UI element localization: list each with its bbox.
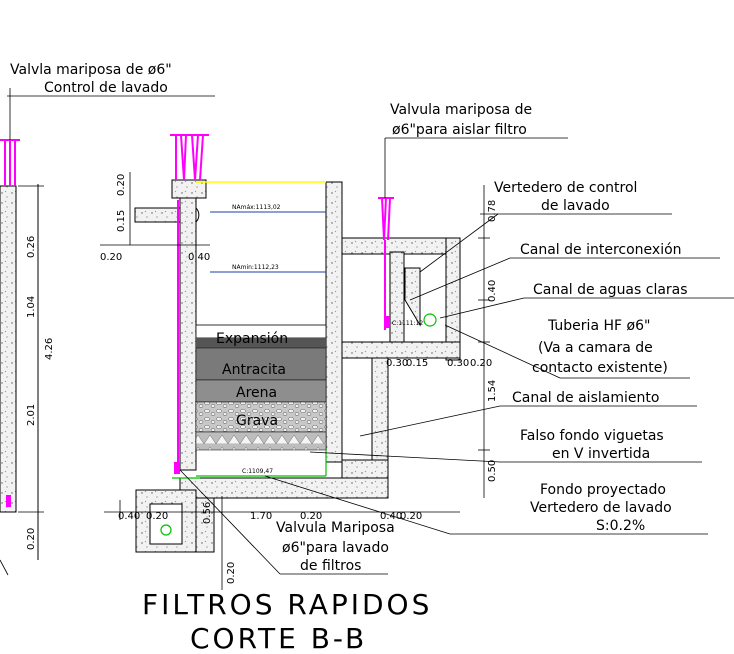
- dim-left-201: 2.01: [26, 404, 37, 426]
- callout-false-bottom-2: en V invertida: [552, 446, 650, 462]
- dim-bot-020v: 0.20: [226, 562, 237, 584]
- dim-b-030: 0.30: [386, 358, 408, 369]
- level-max: NAmáx:1113,02: [232, 204, 281, 211]
- callout-clear-water-channel: Canal de aguas claras: [533, 282, 688, 298]
- callout-valve-wash-2: ø6"para lavado: [282, 540, 389, 556]
- callout-pipe-3: contacto existente): [532, 360, 668, 376]
- dim-bot-040b: 0.40: [380, 511, 402, 522]
- dim-bot-040: 0.40: [118, 511, 140, 522]
- dim-b-020: 0.20: [470, 358, 492, 369]
- callout-isolation-channel: Canal de aislamiento: [512, 390, 659, 406]
- callout-interconnect-channel: Canal de interconexión: [520, 242, 682, 258]
- dim-r-050: 0.50: [487, 460, 498, 482]
- layer-gravel: Grava: [236, 413, 278, 429]
- dim-h-040: 0.40: [188, 252, 210, 263]
- layer-anthracite: Antracita: [222, 362, 286, 378]
- dim-bot-020: 0.20: [146, 511, 168, 522]
- callout-valve-wash-control-2: Control de lavado: [44, 80, 168, 96]
- callout-valve-wash-control-1: Valvla mariposa de ø6": [10, 62, 172, 78]
- left-partial-section: [0, 88, 44, 576]
- dim-r-154: 1.54: [487, 380, 498, 402]
- dim-top-020: 0.20: [116, 174, 127, 196]
- dim-bot-056: 0.56: [202, 502, 213, 524]
- callout-projected-bottom-2: Vertedero de lavado: [530, 500, 672, 516]
- dim-bot-020b: 0.20: [300, 511, 322, 522]
- level-outlet: C:1111:12: [392, 320, 423, 327]
- dim-left-026: 0.26: [26, 236, 37, 258]
- callout-valve-wash-3: de filtros: [300, 558, 361, 574]
- drawing-title-line2: CORTE B-B: [190, 622, 367, 654]
- dim-left-104: 1.04: [26, 296, 37, 318]
- dim-h-020: 0.20: [100, 252, 122, 263]
- callout-pipe-1: Tuberia HF ø6": [547, 318, 650, 334]
- callout-false-bottom-1: Falso fondo viguetas: [520, 428, 664, 444]
- callout-weir-control-2: de lavado: [541, 198, 610, 214]
- dim-left-020: 0.20: [26, 528, 37, 550]
- callout-weir-control-1: Vertedero de control: [494, 180, 637, 196]
- dim-b-030b: 0.30: [447, 358, 469, 369]
- callout-projected-bottom-3: S:0.2%: [596, 518, 645, 534]
- dim-r-040: 0.40: [487, 280, 498, 302]
- dim-top-015: 0.15: [116, 210, 127, 232]
- layer-sand: Arena: [236, 385, 277, 401]
- dim-bot-170: 1.70: [250, 511, 272, 522]
- dim-bot-020c: 0.20: [400, 511, 422, 522]
- callout-valve-wash-1: Valvula Mariposa: [276, 520, 395, 536]
- filter-structure: [7, 95, 734, 590]
- level-bottom: C:1109,47: [242, 468, 273, 475]
- dim-b-015: 0.15: [406, 358, 428, 369]
- callout-valve-isolate-2: ø6"para aislar filtro: [392, 122, 527, 138]
- callout-valve-isolate-1: Valvula mariposa de: [390, 102, 532, 118]
- level-min: NAmin:1112,23: [232, 264, 279, 271]
- layer-expansion: Expansión: [216, 331, 288, 347]
- callout-projected-bottom-1: Fondo proyectado: [540, 482, 666, 498]
- dim-r-078: 0.78: [487, 200, 498, 222]
- dim-left-426: 4.26: [44, 338, 55, 360]
- callout-pipe-2: (Va a camara de: [538, 340, 653, 356]
- drawing-title-line1: FILTROS RAPIDOS: [142, 588, 432, 621]
